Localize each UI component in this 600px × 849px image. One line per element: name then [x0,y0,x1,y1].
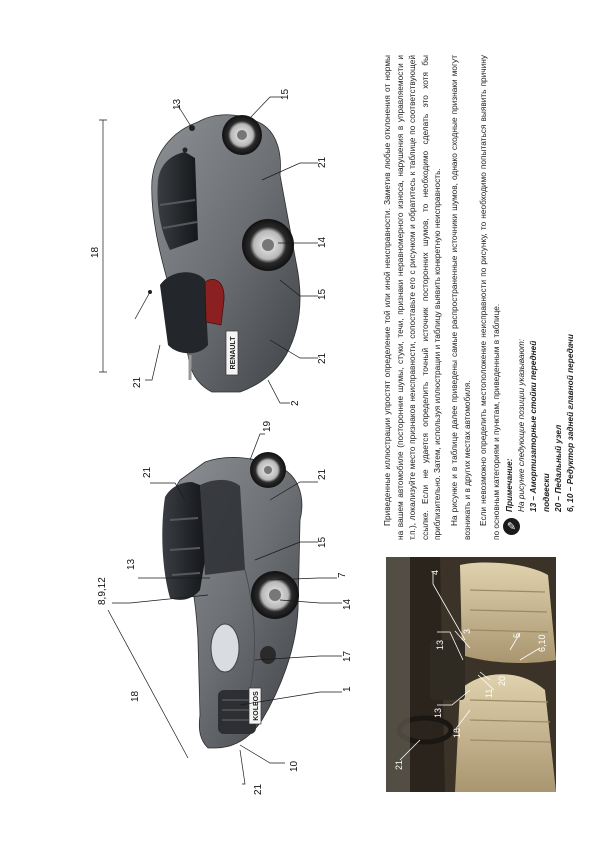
callout-21-side: 21 [317,468,328,480]
callouts-front: 8,9,12 13 21 19 21 15 7 14 17 1 10 21 18 [97,420,353,795]
callout-21-front-bottom: 21 [253,783,264,795]
callout-6-10: 6,10 [537,634,547,652]
callout-3: 3 [462,629,472,634]
callout-15-rear-top: 15 [280,88,291,100]
callout-15-rear-bottom: 15 [317,288,328,300]
callout-13-interior-b: 13 [433,708,443,718]
callout-13-front: 13 [126,558,137,570]
note-item-13: 13 – Амортизаторные стойки передней подв… [528,340,551,512]
callout-5: 5 [512,633,522,638]
callout-10: 10 [289,760,300,772]
notes-intro: На рисунке следующие позиции указывают: [516,338,527,512]
interior-photo [386,557,556,792]
callouts-interior: 4 13 3 20 11 5 6,10 13 16 21 [394,570,547,770]
callout-19: 19 [262,420,273,432]
interior-leader-lines [399,573,541,761]
rear-car-windows [157,152,198,250]
callout-16: 16 [452,728,462,738]
description-text: Приведенные иллюстрации упростят определ… [381,55,506,540]
paragraph-1: Приведенные иллюстрации упростят определ… [382,55,443,540]
paragraph-3: Если невозможно определить местоположени… [478,55,501,540]
front-car-windows [162,482,205,600]
callout-13-rear: 13 [172,98,183,110]
front-wheel-front [251,571,299,619]
callout-1: 1 [342,686,353,692]
callout-20: 20 [497,676,507,686]
callout-14-front: 14 [342,598,353,610]
paragraph-2: На рисунке и в таблице далее приведены с… [448,55,472,540]
rear-car-illustration: RENAULT [148,114,301,393]
note-item-6-10: 6, 10 – Редуктор задней главной передачи [565,334,576,512]
callout-21-interior: 21 [394,760,404,770]
interior-passenger-seat [460,562,556,663]
front-headlight [210,623,240,673]
rear-wheel-rear [242,219,294,271]
rear-plate-text: RENAULT [230,336,237,370]
callout-18-front: 18 [130,690,141,702]
callout-18-rear: 18 [90,246,101,258]
note-icon: ✎ [503,518,520,535]
callout-2: 2 [290,400,301,406]
rear-wheel-front [222,115,262,155]
callout-21-rear-bottom: 21 [317,352,328,364]
rear-leader-lines [99,96,318,404]
rear-taillight [204,278,225,326]
front-grille [218,690,256,734]
callout-21-rear-side: 21 [317,156,328,168]
callout-21-rear-roof: 21 [132,376,143,388]
front-wheel-rear [250,452,286,488]
callout-11: 11 [484,689,494,698]
front-car-illustration: KOLEOS [162,452,303,749]
notes-block: Примечание: На рисунке следующие позиции… [503,302,576,512]
callout-14-rear: 14 [317,236,328,248]
callout-17: 17 [342,650,353,662]
callouts-rear: 13 15 21 14 15 21 2 21 18 [90,88,328,406]
interior-driver-seat [455,674,556,792]
callout-15-front: 15 [317,536,328,548]
front-plate-text: KOLEOS [253,691,260,721]
callout-8-9-12: 8,9,12 [97,577,108,605]
notes-title: Примечание: [504,458,514,512]
callout-4: 4 [430,570,440,575]
front-leader-lines [107,433,342,785]
callout-13-interior-a: 13 [435,640,445,650]
note-item-20: 20 – Педальный узел [552,424,563,512]
callout-21-roof: 21 [142,466,153,478]
callout-7: 7 [337,572,348,578]
